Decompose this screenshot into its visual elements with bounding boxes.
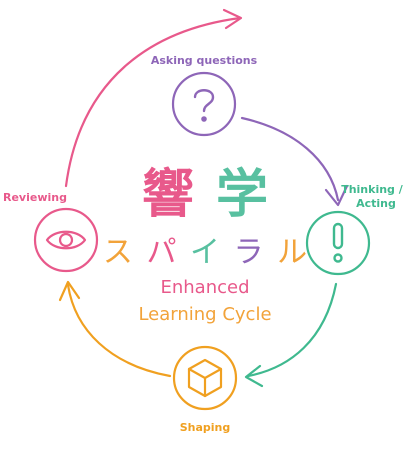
katakana-char-2: イ [190,235,220,270]
stage-shaping: Shaping [172,345,238,434]
asking-label: Asking questions [151,54,258,67]
thinking-label-line2: Acting [356,197,396,210]
stage-asking-questions: Asking questions [151,54,258,137]
subtitle-en-line1: Enhanced [160,277,249,298]
arrow-thinking-to-shaping [246,282,338,378]
stage-thinking-acting: Thinking / Acting [305,183,404,276]
asking-circle [171,71,237,137]
shaping-label: Shaping [180,421,231,434]
shaping-circle [172,345,238,411]
reviewing-label: Reviewing [3,191,67,204]
cube-icon [187,358,223,398]
arrow-shaping-to-reviewing [66,283,172,378]
thinking-circle [305,210,371,276]
thinking-label-line1: Thinking / [341,183,404,196]
title-char-1: 学 [216,165,268,225]
exclamation-icon [332,222,344,263]
title-char-0: 響 [142,165,194,225]
katakana-char-0: ス [103,235,133,270]
katakana-char-4: ル [277,235,307,270]
question-mark-icon [193,89,215,122]
title-kanji: 響 学 [142,165,268,225]
katakana-char-3: ラ [234,235,264,270]
arrowhead-reviewing-to-asking [222,8,243,30]
center-title: 響 学 ス パ イ ラ ル Enhanced Learning Cycle [103,165,307,325]
stage-reviewing: Reviewing [3,191,99,273]
arrow-asking-to-thinking [240,116,340,202]
arrowhead-asking-to-thinking [324,184,349,207]
arrow-reviewing-to-asking [64,16,242,188]
subtitle-katakana: ス パ イ ラ ル [103,235,307,270]
arrowhead-thinking-to-shaping [244,364,264,388]
eye-icon [45,230,87,250]
arrowhead-shaping-to-reviewing [58,280,81,302]
reviewing-circle [33,207,99,273]
subtitle-en-line2: Learning Cycle [138,304,271,325]
katakana-char-1: パ [146,235,176,270]
